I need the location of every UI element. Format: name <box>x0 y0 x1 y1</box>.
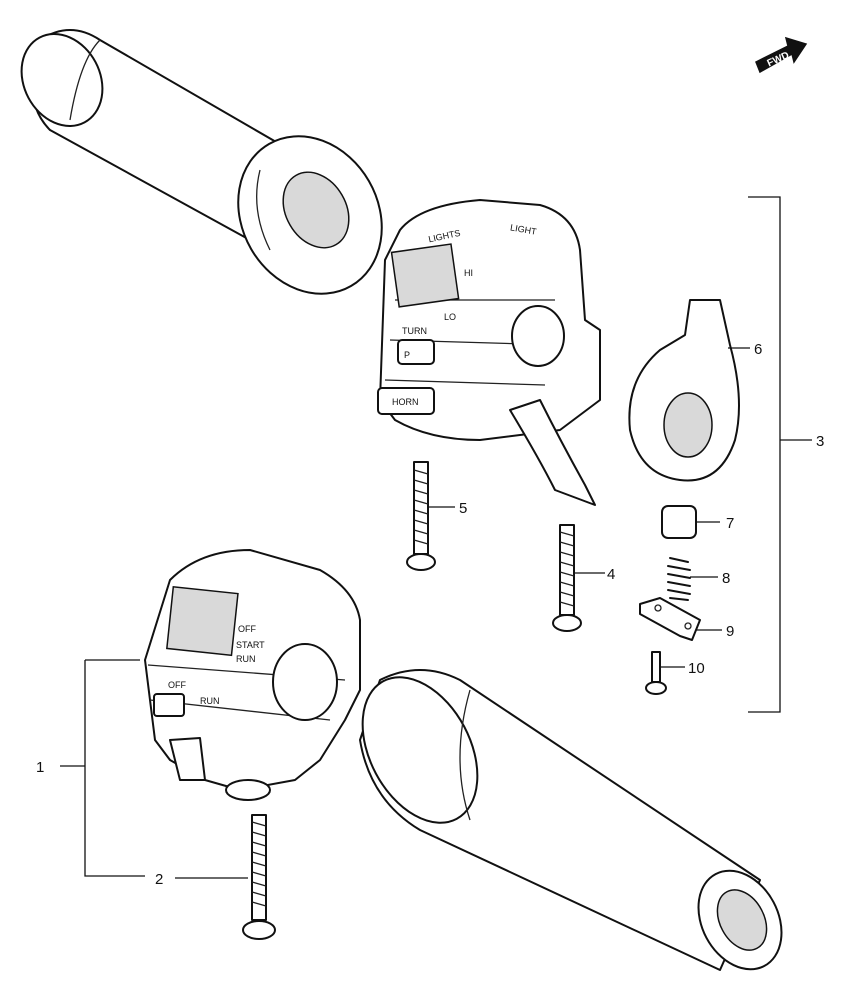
throttle-grip <box>359 669 783 971</box>
callout-8: 8 <box>722 570 730 587</box>
horn-marking: HORN <box>392 397 419 407</box>
pass-marking: P <box>404 350 410 360</box>
turn-marking: TURN <box>402 326 427 336</box>
lo-marking: LO <box>444 312 456 322</box>
callout-2: 2 <box>155 871 163 888</box>
sw-marking: RUN <box>200 696 220 706</box>
callout-10: 10 <box>688 660 705 677</box>
fwd-label: FWD <box>766 50 791 69</box>
right-handlebar-switch: LIGHTS LIGHT HI LO TURN P HORN <box>377 199 601 506</box>
off-marking: OFF <box>238 624 256 634</box>
spring-8 <box>667 557 691 601</box>
left-handlebar-grip <box>20 29 383 295</box>
off2-marking: OFF <box>168 680 186 690</box>
throttle-cam <box>628 299 740 482</box>
screw-2 <box>242 814 276 940</box>
start-marking: START <box>236 640 265 650</box>
hi-marking: HI <box>464 268 473 278</box>
cap-7 <box>661 505 697 539</box>
callout-5: 5 <box>459 500 467 517</box>
callout-3: 3 <box>816 433 824 450</box>
light-marking: LIGHT <box>509 222 537 237</box>
callout-4: 4 <box>607 566 615 583</box>
callout-leaders <box>60 196 812 879</box>
screw-10 <box>645 651 667 695</box>
plate-9 <box>639 597 701 641</box>
callout-9: 9 <box>726 623 734 640</box>
callout-1: 1 <box>36 759 44 776</box>
screw-4 <box>552 524 582 632</box>
screw-5 <box>406 461 436 571</box>
run-marking: RUN <box>236 654 256 664</box>
callout-7: 7 <box>726 515 734 532</box>
left-handlebar-switch: OFF START RUN OFF RUN <box>144 549 361 801</box>
callout-6: 6 <box>754 341 762 358</box>
fwd-arrow-icon: FWD <box>755 36 808 74</box>
